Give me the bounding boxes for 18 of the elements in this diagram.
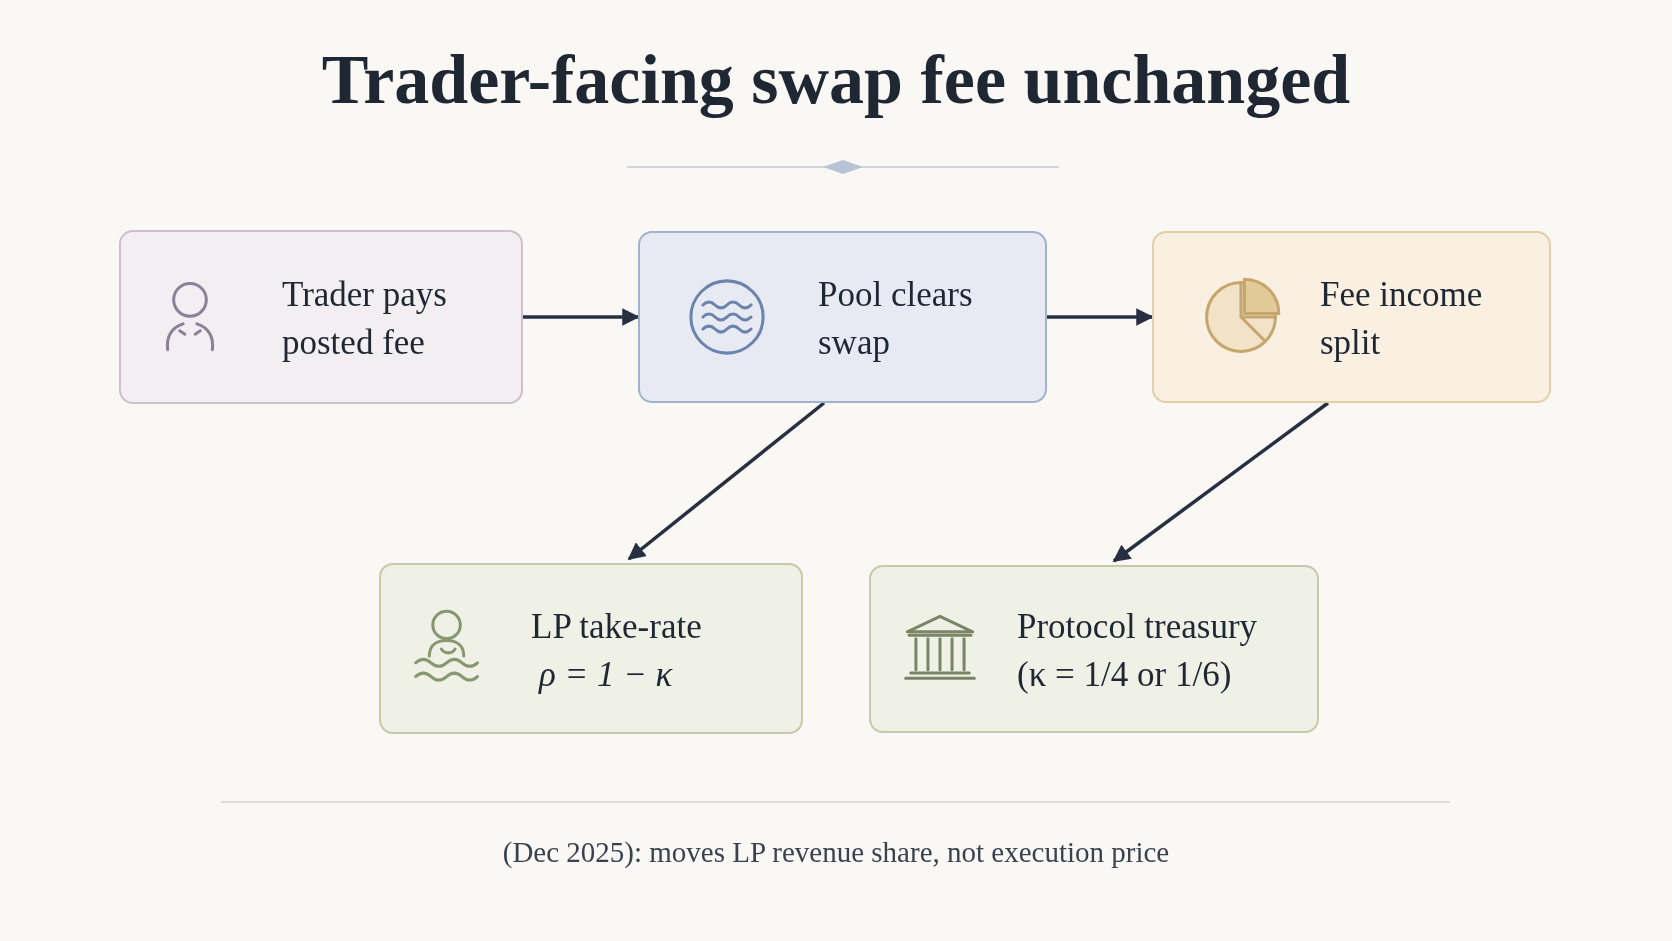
process-box (869, 565, 1319, 733)
arrow (627, 401, 826, 561)
process-box (1152, 231, 1551, 403)
node-label: Trader pays posted fee (282, 274, 448, 364)
node-label: Fee income split (1320, 274, 1484, 364)
caption: (Dec 2025): moves LP revenue share, not execution price (501, 836, 1171, 869)
formula-text: (κ = 1/4 or 1/6) (1017, 654, 1233, 696)
process-box (638, 231, 1047, 403)
process-box (379, 563, 803, 734)
node-label: Pool clears swap (818, 274, 974, 364)
node-label: LP take-rate (531, 605, 703, 648)
arrow (1047, 308, 1154, 326)
arrow (523, 308, 640, 326)
node-label: Protocol treasury (1017, 606, 1259, 648)
formula-text: ρ = 1 − κ (539, 653, 674, 696)
title: Trader-facing swap fee unchanged (320, 40, 1352, 120)
arrow (1112, 401, 1330, 563)
process-box (119, 230, 523, 404)
